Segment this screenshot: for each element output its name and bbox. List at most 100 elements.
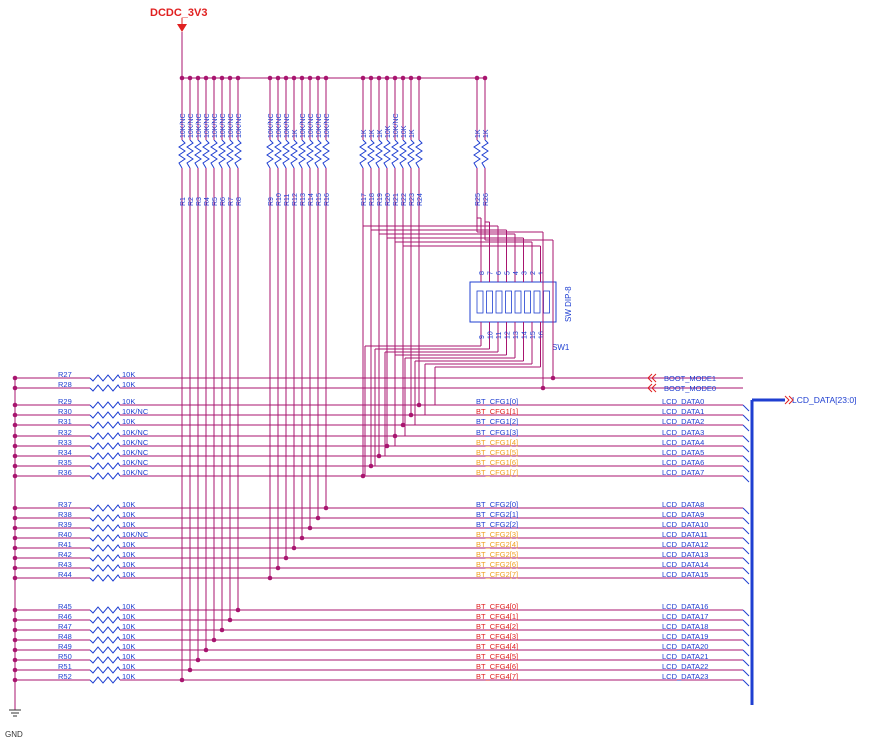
pullup-resistor-icon <box>298 139 306 169</box>
pullup-resistor-icon <box>359 139 367 169</box>
bus-entry <box>742 649 750 657</box>
bus-entry <box>742 577 750 585</box>
bus-entry <box>742 517 750 525</box>
pulldown-resistor-icon <box>89 616 121 624</box>
pulldown-ref: R31 <box>58 417 72 426</box>
pulldown-resistor-icon <box>89 564 121 572</box>
pullup-value: 10K/NC <box>300 113 307 138</box>
pulldown-value: 10K <box>122 380 135 389</box>
pullup-resistor-icon <box>314 139 322 169</box>
ground-label: GND <box>5 730 23 739</box>
lcd-net-label: LCD_DATA3 <box>662 428 704 437</box>
bus-entry <box>742 537 750 545</box>
pullup-ref: R2 <box>188 197 195 206</box>
bus-entry <box>742 629 750 637</box>
lcd-net-label: LCD_DATA0 <box>662 397 704 406</box>
pulldown-value: 10K <box>122 520 135 529</box>
pulldown-resistor-icon <box>89 374 121 382</box>
bus-entry <box>742 609 750 617</box>
bus-entry <box>742 475 750 483</box>
boot-config-label: BT_CFG2[5] <box>476 550 518 559</box>
pullup-resistor-icon <box>226 139 234 169</box>
pullup-resistor-icon <box>415 139 423 169</box>
pulldown-value: 10K/NC <box>122 438 149 447</box>
pulldown-ref: R48 <box>58 632 72 641</box>
pullup-resistor-icon <box>473 139 481 169</box>
pulldown-value: 10K/NC <box>122 407 149 416</box>
lcd-net-label: LCD_DATA20 <box>662 642 708 651</box>
pulldown-resistor-icon <box>89 442 121 450</box>
pulldown-resistor-icon <box>89 462 121 470</box>
pullup-ref: R7 <box>228 197 235 206</box>
pulldown-resistor-icon <box>89 554 121 562</box>
pulldown-resistor-icon <box>89 606 121 614</box>
pullup-ref: R3 <box>196 197 203 206</box>
bus-label: LCD_DATA[23:0] <box>792 395 856 405</box>
dip-pin-number: 15 <box>530 331 537 339</box>
bus-entry <box>742 567 750 575</box>
pullup-resistor-icon <box>322 139 330 169</box>
pulldown-resistor-icon <box>89 401 121 409</box>
pulldown-value: 10K <box>122 370 135 379</box>
pullup-resistor-icon <box>234 139 242 169</box>
pulldown-ref: R36 <box>58 468 72 477</box>
boot-config-label: BT_CFG4[6] <box>476 662 518 671</box>
pullup-resistor-icon <box>481 139 489 169</box>
pulldown-value: 10K <box>122 397 135 406</box>
pullup-ref: R17 <box>361 193 368 206</box>
pullup-value: 10K <box>401 125 408 138</box>
bus-port-arrow-icon <box>784 395 794 405</box>
pullup-ref: R6 <box>220 197 227 206</box>
switch-ref-label: SW1 <box>552 343 570 352</box>
pullup-value: 10K/NC <box>308 113 315 138</box>
dip-switch-lever <box>495 290 503 314</box>
pulldown-value: 10K <box>122 510 135 519</box>
pullup-value: 1K <box>292 129 299 138</box>
lcd-net-label: LCD_DATA15 <box>662 570 708 579</box>
pulldown-ref: R52 <box>58 672 72 681</box>
pulldown-resistor-icon <box>89 656 121 664</box>
pulldown-value: 10K/NC <box>122 458 149 467</box>
lcd-net-label: LCD_DATA13 <box>662 550 708 559</box>
pulldown-resistor-icon <box>89 472 121 480</box>
lcd-net-label: LCD_DATA12 <box>662 540 708 549</box>
bus-entry <box>742 619 750 627</box>
bus-entry <box>742 557 750 565</box>
dip-pin-number: 9 <box>479 335 486 339</box>
pulldown-ref: R27 <box>58 370 72 379</box>
pulldown-ref: R32 <box>58 428 72 437</box>
pulldown-value: 10K <box>122 642 135 651</box>
boot-config-label: BT_CFG4[7] <box>476 672 518 681</box>
pullup-resistor-icon <box>194 139 202 169</box>
boot-config-label: BT_CFG4[5] <box>476 652 518 661</box>
pullup-value: 10K/NC <box>196 113 203 138</box>
boot-config-label: BT_CFG2[0] <box>476 500 518 509</box>
boot-config-label: BT_CFG1[4] <box>476 438 518 447</box>
pullup-value: 10K/NC <box>268 113 275 138</box>
boot-config-label: BT_CFG2[1] <box>476 510 518 519</box>
pulldown-resistor-icon <box>89 666 121 674</box>
boot-config-label: BT_CFG4[2] <box>476 622 518 631</box>
boot-config-label: BT_CFG2[6] <box>476 560 518 569</box>
pullup-value: 10K/NC <box>220 113 227 138</box>
pullup-ref: R23 <box>409 193 416 206</box>
bus-entry <box>742 507 750 515</box>
pulldown-ref: R51 <box>58 662 72 671</box>
dip-switch-lever <box>533 290 541 314</box>
pullup-resistor-icon <box>274 139 282 169</box>
pullup-ref: R16 <box>324 193 331 206</box>
lcd-net-label: LCD_DATA1 <box>662 407 704 416</box>
power-net-label: DCDC_3V3 <box>150 7 207 19</box>
pullup-ref: R9 <box>268 197 275 206</box>
pulldown-ref: R44 <box>58 570 72 579</box>
dip-pin-number: 5 <box>505 271 512 275</box>
bus-entry <box>742 679 750 687</box>
pullup-value: 10K/NC <box>188 113 195 138</box>
pulldown-ref: R42 <box>58 550 72 559</box>
switch-type-label: SW DIP-8 <box>564 286 573 322</box>
pulldown-value: 10K/NC <box>122 530 149 539</box>
pulldown-ref: R46 <box>58 612 72 621</box>
boot-config-label: BT_CFG4[0] <box>476 602 518 611</box>
pulldown-value: 10K <box>122 652 135 661</box>
